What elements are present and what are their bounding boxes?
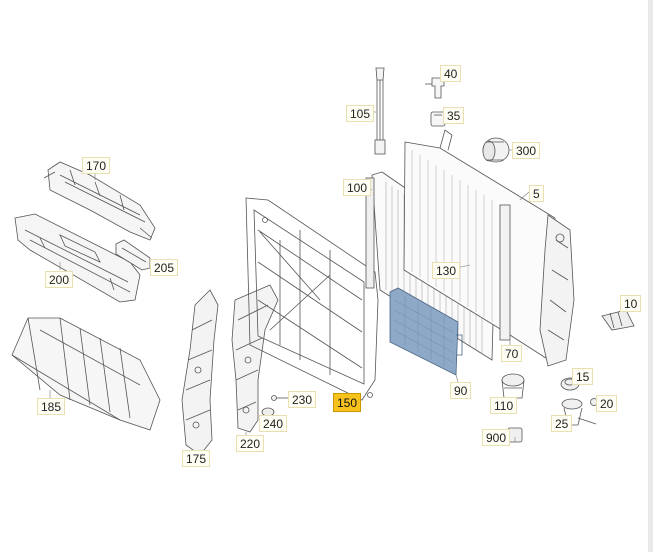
callout-10[interactable]: 10 [620, 295, 642, 312]
part-110-fitting[interactable] [501, 373, 525, 399]
callout-230[interactable]: 230 [288, 391, 317, 408]
callout-220[interactable]: 220 [236, 435, 265, 452]
callout-200[interactable]: 200 [45, 271, 74, 288]
callout-150[interactable]: 150 [333, 393, 362, 412]
callout-130[interactable]: 130 [432, 262, 461, 279]
callout-5[interactable]: 5 [529, 185, 544, 202]
part-105-sensor[interactable] [374, 67, 386, 155]
part-175-left-bracket[interactable] [181, 289, 219, 456]
part-170-upper-panel[interactable] [43, 161, 156, 241]
callout-35[interactable]: 35 [443, 107, 465, 124]
callout-40[interactable]: 40 [440, 65, 462, 82]
callout-110[interactable]: 110 [490, 397, 518, 414]
part-70-tank[interactable] [539, 214, 575, 367]
callout-90[interactable]: 90 [450, 382, 472, 399]
callout-900[interactable]: 900 [482, 429, 511, 446]
part-220-right-bracket[interactable] [231, 284, 279, 433]
callout-25[interactable]: 25 [551, 415, 573, 432]
callout-70[interactable]: 70 [501, 345, 523, 362]
callout-100[interactable]: 100 [343, 179, 372, 196]
callout-170[interactable]: 170 [82, 157, 111, 174]
callout-205[interactable]: 205 [150, 259, 179, 276]
callout-105[interactable]: 105 [346, 105, 375, 122]
part-230-bolt[interactable] [271, 395, 289, 401]
part-10-hose[interactable] [601, 309, 635, 331]
callout-20[interactable]: 20 [596, 395, 618, 412]
callout-15[interactable]: 15 [572, 368, 594, 385]
part-150-frame[interactable] [245, 197, 379, 401]
part-90-intercooler[interactable] [389, 287, 463, 376]
callout-175[interactable]: 175 [182, 450, 211, 467]
right-border [648, 0, 653, 552]
part-25-connector[interactable] [561, 398, 597, 426]
part-300-cap[interactable] [482, 137, 510, 163]
callout-300[interactable]: 300 [512, 142, 541, 159]
callout-240[interactable]: 240 [259, 415, 288, 432]
part-185-air-duct[interactable] [11, 317, 161, 431]
callout-185[interactable]: 185 [37, 398, 66, 415]
part-200-lower-panel[interactable] [14, 213, 141, 303]
